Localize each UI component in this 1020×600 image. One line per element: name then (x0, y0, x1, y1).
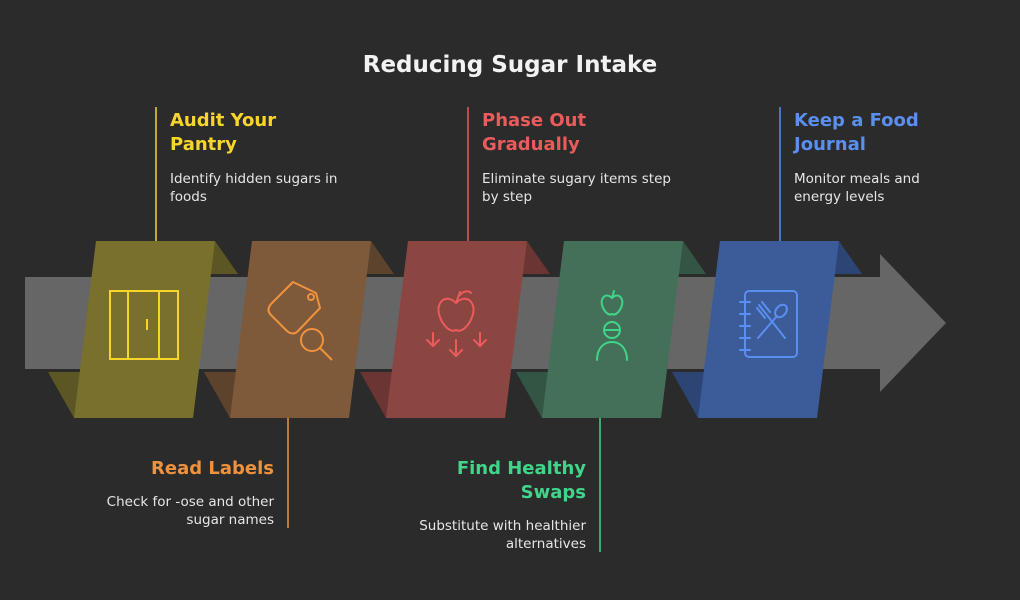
apple-person-icon (596, 290, 628, 361)
step-desc-swaps: Substitute with healthier alternatives (419, 518, 586, 552)
step-title-audit: Audit Your Pantry (170, 110, 277, 155)
step-title-swaps: Find Healthy Swaps (456, 458, 586, 503)
step-desc-journal: Monitor meals and energy levels (794, 171, 920, 205)
step-title-journal: Keep a Food Journal (794, 110, 919, 155)
step-title-phase-out: Phase Out Gradually (482, 110, 587, 155)
step-desc-phase-out: Eliminate sugary items step by step (482, 171, 671, 205)
food-journal-icon (739, 290, 798, 358)
step-title-labels: Read Labels (151, 458, 274, 479)
tag-search-icon (267, 281, 333, 361)
apple-down-arrows-icon (426, 290, 487, 357)
step-panel-audit (48, 241, 238, 418)
diagram-title: Reducing Sugar Intake (362, 52, 658, 78)
step-desc-audit: Identify hidden sugars in foods (170, 171, 338, 205)
step-panel-journal (672, 241, 862, 418)
step-desc-labels: Check for -ose and other sugar names (106, 494, 274, 528)
pantry-door-icon (109, 290, 179, 360)
